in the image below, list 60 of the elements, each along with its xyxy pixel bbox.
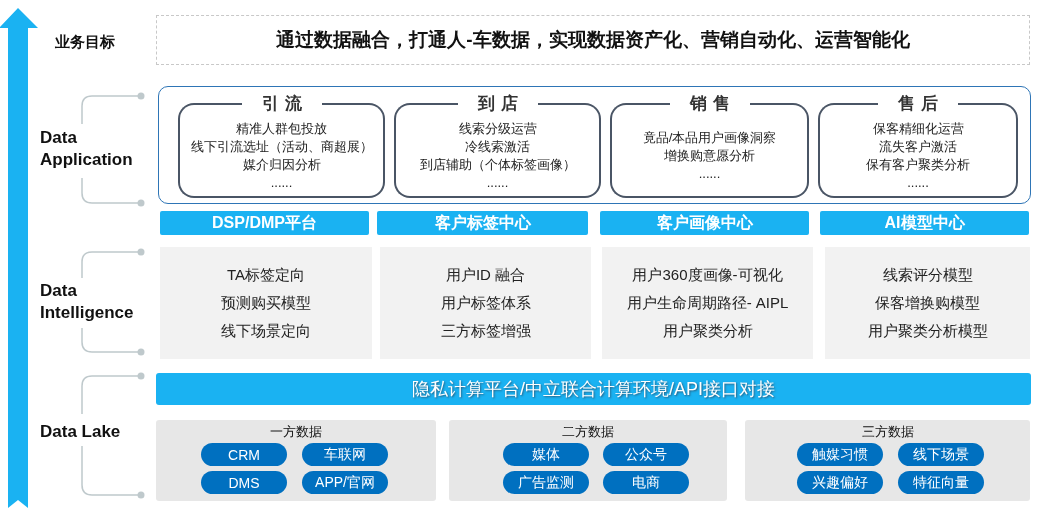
list-item: ...... [486,173,509,192]
list-item: 保客增换购模型 [875,293,980,313]
section-heading: 售后 [897,93,944,115]
list-item: 媒介归因分析 [242,155,321,174]
list-item: 三方标签增强 [440,321,531,341]
list-item: 预测购买模型 [221,293,311,313]
list-item: TA标签定向 [226,265,306,285]
list-item: 流失客户激活 [879,137,957,156]
section-heading: 到店 [476,93,524,115]
data-source-panel [156,420,436,501]
platform-banner: AI模型中心 [820,211,1029,235]
platform-banner: 客户画像中心 [600,211,809,235]
data-source-tag: DMS [201,471,287,494]
data-source-tag: 媒体 [503,443,589,466]
data-source-tag: 公众号 [603,443,689,466]
list-item: 到店辅助（个体标签画像） [419,155,576,174]
list-item: 用户聚类分析 [662,321,753,341]
platform-banner: 客户标签中心 [377,211,588,235]
list-item: 线下场景定向 [221,321,311,341]
section-heading: 引流 [260,93,308,115]
data-source-tag: 特征向量 [898,471,984,494]
data-source-tag: 触媒习惯 [797,443,883,466]
data-source-tag: 车联网 [302,443,388,466]
layer-label: Data Intelligence [40,280,135,324]
goal-banner: 通过数据融合，打通人-车数据，实现数据资产化、营销自动化、运营智能化 [156,15,1030,65]
data-source-tag: 广告监测 [503,471,589,494]
layer-label: Data Lake [40,421,121,443]
list-item: 用户标签体系 [440,293,531,313]
data-source-tag: APP/官网 [302,471,388,494]
data-source-tag: 兴趣偏好 [797,471,883,494]
list-item: 保客精细化运营 [872,119,964,138]
platform-banner: 隐私计算平台/中立联合计算环境/API接口对接 [156,373,1031,405]
list-item: 线下引流选址（活动、商超展） [190,137,373,156]
data-source-panel [449,420,727,501]
list-item: 用户ID 融合 [445,265,526,285]
list-item: ...... [698,164,721,183]
list-item: 增换购意愿分析 [664,146,755,165]
list-item: 用户生命周期路径- AIPL [626,293,789,313]
list-item: 冷线索激活 [465,137,530,156]
application-panel [158,86,1031,204]
group-heading: 一方数据 [269,423,323,441]
layer-label: Data Application [40,127,134,171]
platform-banner: DSP/DMP平台 [160,211,369,235]
list-item: 精准人群包投放 [236,119,327,138]
list-item: ...... [907,173,929,192]
list-item: 竟品/本品用户画像洞察 [642,128,777,147]
list-item: 线索评分模型 [882,265,973,285]
data-source-tag: 线下场景 [898,443,984,466]
list-item: 保有客户聚类分析 [866,155,970,174]
section-heading: 销售 [688,93,736,115]
list-item: 用户360度画像-可视化 [632,265,783,285]
list-item: 线索分级运营 [458,119,537,138]
list-item: ...... [270,173,293,192]
section-label: 业务目标 [55,32,115,52]
data-source-panel [745,420,1030,501]
group-heading: 三方数据 [860,423,915,441]
data-source-tag: CRM [201,443,287,466]
list-item: 用户聚类分析模型 [867,321,988,341]
group-heading: 二方数据 [561,423,615,441]
data-source-tag: 电商 [603,471,689,494]
